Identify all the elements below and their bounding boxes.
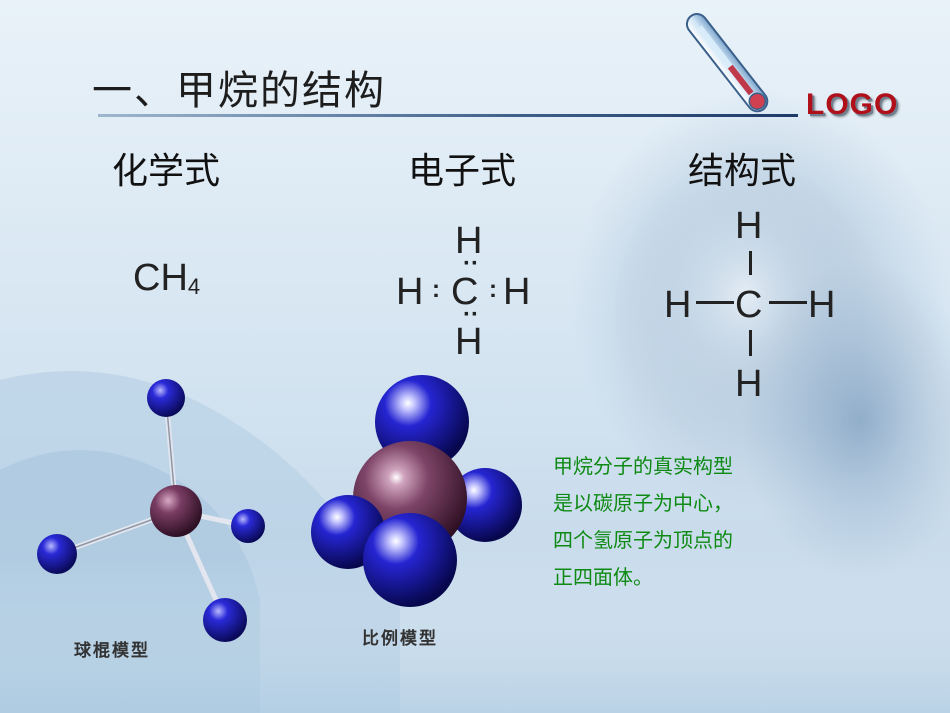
electron-c-center: C (451, 271, 479, 313)
struct-bond-bottom (749, 330, 752, 356)
formula-base: CH (133, 257, 188, 299)
struct-bond-right (769, 301, 807, 304)
struct-bond-top (749, 251, 752, 275)
heading-structural-formula: 结构式 (688, 151, 797, 192)
struct-c-center: C (735, 284, 763, 326)
hydrogen-atom (448, 468, 522, 542)
electron-h-left: H (396, 271, 424, 313)
description-line: 甲烷分子的真实构型 (553, 454, 733, 478)
struct-h-right: H (808, 284, 836, 326)
electron-pair-left: : (432, 276, 440, 303)
heading-chemical-formula: 化学式 (112, 151, 221, 192)
ball-stick-caption: 球棍模型 (74, 641, 150, 661)
hydrogen-atom (363, 513, 457, 607)
ball-stick-model (37, 379, 265, 642)
electron-h-top: H (455, 220, 483, 262)
hydrogen-atom (147, 379, 185, 417)
description-line: 是以碳原子为中心， (553, 491, 733, 515)
struct-h-top: H (735, 205, 763, 247)
electron-h-bottom: H (455, 321, 483, 363)
logo: LOGO (806, 88, 899, 121)
slide-title: 一、甲烷的结构 (92, 68, 386, 114)
struct-h-left: H (664, 284, 692, 326)
electron-h-right: H (503, 271, 531, 313)
electron-pair-right: : (489, 276, 497, 303)
title-underline (98, 114, 798, 117)
space-filling-caption: 比例模型 (362, 629, 438, 649)
chemical-formula: CH4 (133, 257, 200, 300)
electron-pair-bottom: ·· (463, 301, 479, 328)
electron-pair-top: ·· (463, 250, 479, 277)
description-line: 四个氢原子为顶点的 (553, 528, 733, 552)
struct-bond-left (696, 301, 734, 304)
hydrogen-atom (203, 598, 247, 642)
hydrogen-atom (231, 509, 265, 543)
space-filling-model (311, 375, 522, 607)
carbon-atom (150, 485, 202, 537)
structure-description: 甲烷分子的真实构型 是以碳原子为中心， 四个氢原子为顶点的 正四面体。 (553, 448, 733, 596)
heading-electronic-formula: 电子式 (408, 151, 517, 192)
hydrogen-atom (37, 534, 77, 574)
formula-subscript: 4 (187, 274, 201, 299)
struct-h-bottom: H (735, 363, 763, 405)
thermometer-icon (685, 13, 769, 113)
description-line: 正四面体。 (553, 565, 653, 589)
